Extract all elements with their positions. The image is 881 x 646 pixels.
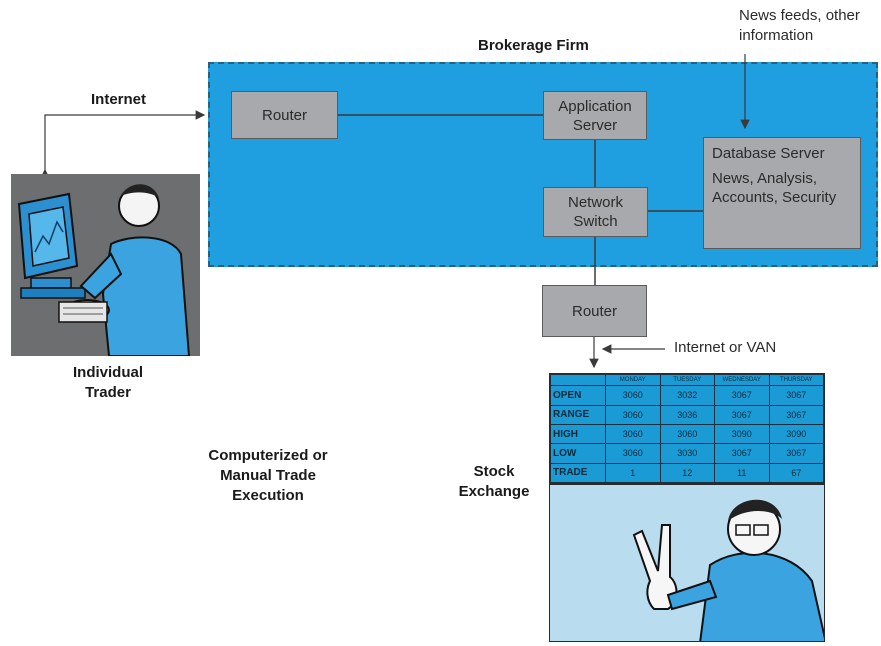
quote-board-header-row: MONDAY TUESDAY WEDNESDAY THURSDAY <box>550 373 824 387</box>
quote-cell: 3060 <box>605 423 661 445</box>
quote-board-corner-cell <box>550 373 606 387</box>
quote-cell: 3032 <box>659 385 715 406</box>
quote-board: MONDAY TUESDAY WEDNESDAY THURSDAY OPEN 3… <box>549 373 825 484</box>
day-header-cell: WEDNESDAY <box>714 373 770 387</box>
database-server-title: Database Server <box>712 145 825 162</box>
stock-exchange-panel <box>549 484 825 642</box>
network-switch-box: Network Switch <box>543 187 648 237</box>
internet-label: Internet <box>91 91 147 108</box>
stock-exchange-label: Stock Exchange <box>458 463 530 500</box>
quote-cell: 3067 <box>768 385 824 406</box>
exchange-router-label: Router <box>571 302 618 320</box>
brokerage-firm-title: Brokerage Firm <box>478 37 589 54</box>
quote-board-row: TRADE 1 12 11 67 <box>550 462 824 484</box>
exchange-worker-illustration <box>632 499 824 641</box>
quote-cell: 1 <box>605 462 661 484</box>
row-label-cell: OPEN <box>550 385 606 406</box>
quote-board-row: RANGE 3060 3036 3067 3067 <box>550 404 824 425</box>
application-server-box: Application Server <box>543 91 647 140</box>
quote-cell: 3060 <box>659 423 715 445</box>
news-feeds-label: News feeds, other information <box>739 7 860 44</box>
computer-monitor-icon <box>17 192 86 299</box>
row-label-cell: TRADE <box>550 462 606 484</box>
day-header-cell: THURSDAY <box>768 373 824 387</box>
quote-cell: 12 <box>659 462 715 484</box>
quote-cell: 3036 <box>659 404 715 425</box>
quote-cell: 11 <box>714 462 770 484</box>
quote-board-row: LOW 3060 3030 3067 3067 <box>550 443 824 464</box>
quote-cell: 3060 <box>605 385 661 406</box>
quote-cell: 3067 <box>714 443 770 464</box>
database-server-contents: News, Analysis, Accounts, Security <box>712 170 837 206</box>
quote-cell: 3060 <box>605 404 661 425</box>
application-server-label: Application Server <box>558 97 632 134</box>
exchange-router-box: Router <box>542 285 647 337</box>
quote-board-row: HIGH 3060 3060 3090 3090 <box>550 423 824 445</box>
internet-or-van-label: Internet or VAN <box>674 339 777 356</box>
quote-cell: 3067 <box>768 443 824 464</box>
individual-trader-illustration <box>11 174 200 356</box>
trade-execution-label: Computerized or Manual Trade Execution <box>208 447 328 504</box>
row-label-cell: LOW <box>550 443 606 464</box>
quote-cell: 3060 <box>605 443 661 464</box>
day-header-cell: MONDAY <box>605 373 661 387</box>
brokerage-router-box: Router <box>231 91 338 139</box>
quote-cell: 3030 <box>659 443 715 464</box>
row-label-cell: RANGE <box>550 404 606 425</box>
database-server-box: Database Server News, Analysis, Accounts… <box>703 137 861 249</box>
worker-body-icon <box>699 551 824 641</box>
quote-cell: 3067 <box>768 404 824 425</box>
trader-figure-icon <box>58 184 191 356</box>
brokerage-router-label: Router <box>261 106 308 124</box>
quote-cell: 3090 <box>714 423 770 445</box>
quote-board-row: OPEN 3060 3032 3067 3067 <box>550 385 824 406</box>
quote-board-table: MONDAY TUESDAY WEDNESDAY THURSDAY OPEN 3… <box>550 373 824 484</box>
row-label-cell: HIGH <box>550 423 606 445</box>
individual-trader-label: Individual Trader <box>72 364 143 401</box>
network-switch-label: Network Switch <box>567 194 623 230</box>
internet-arrow <box>40 110 206 179</box>
quote-cell: 3090 <box>768 423 824 445</box>
quote-cell: 3067 <box>714 385 770 406</box>
quote-cell: 67 <box>768 462 824 484</box>
day-header-cell: TUESDAY <box>659 373 715 387</box>
quote-cell: 3067 <box>714 404 770 425</box>
